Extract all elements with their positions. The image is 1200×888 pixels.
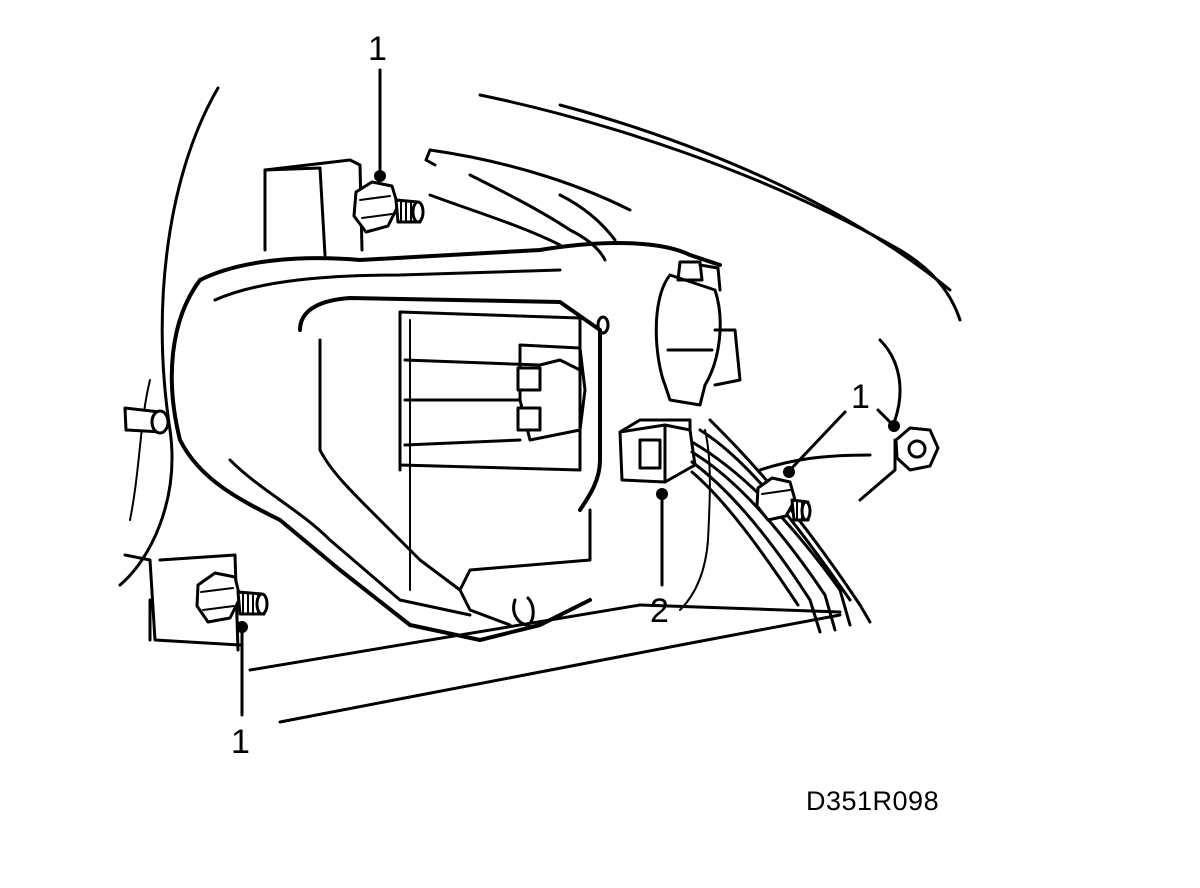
wiring-harness	[679, 418, 872, 634]
callout-label-bottom-left: 1	[231, 723, 250, 761]
wiring-connector	[618, 418, 697, 484]
mounting-nut-bottom-left	[195, 571, 269, 624]
callout-label-right: 1	[851, 378, 870, 416]
bulb-socket	[654, 260, 742, 407]
top-left-bracket	[263, 158, 364, 257]
leader-lines	[236, 68, 900, 717]
mounting-nut-top-left	[352, 180, 425, 234]
bottom-left-bracket	[123, 553, 242, 652]
callout-label-connector: 2	[650, 592, 669, 630]
loose-nut-right	[894, 426, 940, 472]
figure-code: D351R098	[806, 786, 940, 816]
guide-pin	[123, 406, 170, 435]
mounting-nut-center-right	[755, 476, 812, 522]
vehicle-body-lines	[118, 86, 962, 724]
headlamp-housing	[169, 173, 722, 642]
callout-label-top-left: 1	[368, 30, 387, 68]
